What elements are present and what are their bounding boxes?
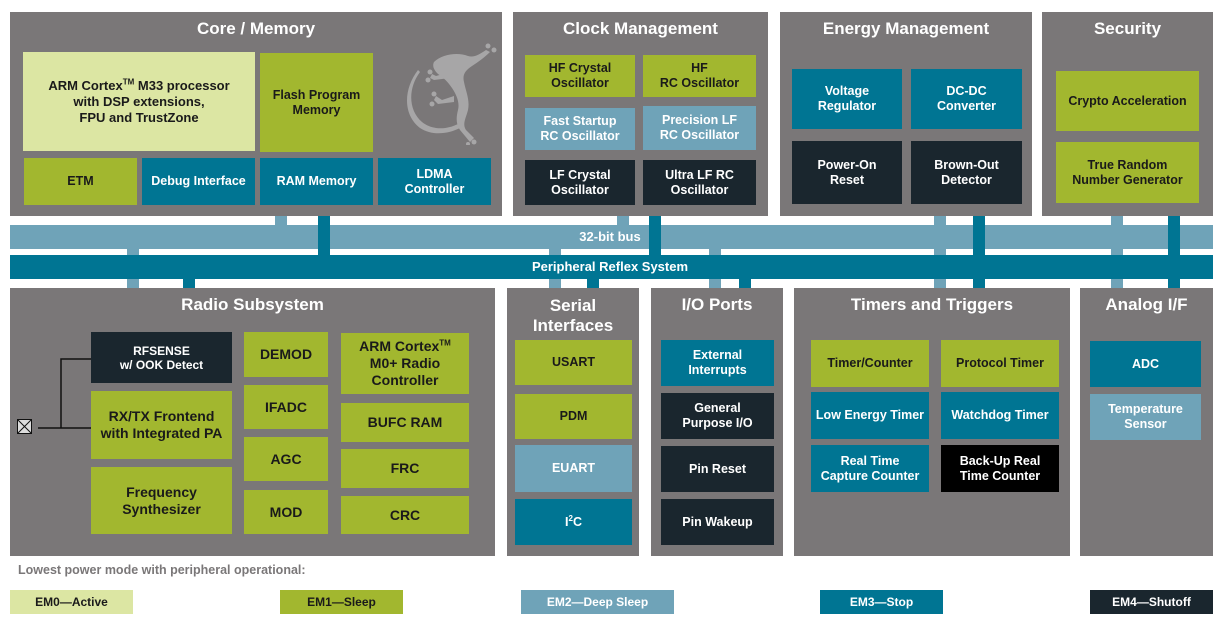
frequency-synthesizer-block: Frequency Synthesizer (91, 467, 232, 534)
bus-32bit-label: 32-bit bus (579, 229, 641, 244)
gpio-block: General Purpose I/O (661, 393, 774, 439)
analog-bus32-connector-lower (1111, 279, 1123, 288)
trng-block: True Random Number Generator (1056, 142, 1199, 203)
i2c-block: I2C (515, 499, 632, 545)
etm-block: ETM (24, 158, 137, 205)
legend-em2: EM2—Deep Sleep (521, 590, 674, 614)
timer-counter-block: Timer/Counter (811, 340, 929, 387)
bufc-ram-block: BUFC RAM (341, 403, 469, 442)
analog-if-title: Analog I/F (1105, 295, 1188, 314)
security-bus32-connector (1111, 216, 1123, 225)
watchdog-timer-block: Watchdog Timer (941, 392, 1059, 439)
radio-bus32-connector-lower (127, 279, 139, 288)
radio-bus32-connector (127, 249, 139, 255)
ifadc-block: IFADC (244, 385, 328, 429)
protocol-timer-block: Protocol Timer (941, 340, 1059, 387)
crc-block: CRC (341, 496, 469, 534)
antenna-port-icon (17, 419, 32, 434)
adc-block: ADC (1090, 341, 1201, 387)
crypto-acceleration-block: Crypto Acceleration (1056, 71, 1199, 131)
serial-interfaces-panel: Serial Interfaces USART PDM EUART I2C (507, 288, 639, 556)
security-panel: Security Crypto Acceleration True Random… (1042, 12, 1213, 216)
legend-em4: EM4—Shutoff (1090, 590, 1213, 614)
clock-bus32-connector (617, 216, 629, 225)
timers-triggers-panel: Timers and Triggers Timer/Counter Protoc… (794, 288, 1070, 556)
radio-subsystem-title: Radio Subsystem (181, 295, 324, 314)
legend-em1: EM1—Sleep (280, 590, 403, 614)
frc-block: FRC (341, 449, 469, 488)
pin-wakeup-block: Pin Wakeup (661, 499, 774, 545)
energy-prs-connector (973, 216, 985, 255)
io-bus32-connector-lower (709, 279, 721, 288)
pdm-block: PDM (515, 394, 632, 439)
radio-subsystem-panel: Radio Subsystem RFSENSE w/ OOK Detect RX… (10, 288, 495, 556)
mod-block: MOD (244, 490, 328, 534)
rtcc-block: Real Time Capture Counter (811, 445, 929, 492)
timers-bus32-connector-lower (934, 279, 946, 288)
io-ports-title: I/O Ports (681, 295, 753, 314)
agc-block: AGC (244, 437, 328, 481)
pin-reset-block: Pin Reset (661, 446, 774, 492)
core-prs-connector (318, 216, 330, 255)
usart-block: USART (515, 340, 632, 385)
analog-if-panel: Analog I/F ADC Temperature Sensor (1080, 288, 1213, 556)
serial-interfaces-title: Serial Interfaces (532, 296, 614, 335)
io-bus32-connector (709, 249, 721, 255)
flash-memory-block: Flash Program Memory (260, 53, 373, 152)
security-title: Security (1093, 19, 1162, 38)
serial-bus32-connector-lower (549, 279, 561, 288)
peripheral-reflex-system-bus (10, 255, 1213, 279)
cpu-m33-block: ARM CortexTM M33 processor with DSP exte… (23, 52, 255, 151)
serial-prs-connector (587, 279, 599, 288)
io-prs-connector (739, 279, 751, 288)
ultra-lf-rc-osc-block: Ultra LF RC Oscillator (643, 160, 756, 205)
analog-prs-connector (1168, 279, 1180, 288)
radio-prs-connector (183, 279, 195, 288)
security-prs-connector (1168, 216, 1180, 255)
core-bus32-connector (275, 216, 287, 225)
temperature-sensor-block: Temperature Sensor (1090, 394, 1201, 440)
gecko-logo-icon (390, 30, 502, 146)
hf-crystal-osc-block: HF Crystal Oscillator (525, 55, 635, 97)
clock-management-panel: Clock Management HF Crystal Oscillator H… (513, 12, 768, 216)
prs-label: Peripheral Reflex System (531, 259, 689, 274)
core-memory-panel: Core / Memory ARM CortexTM M33 processor… (10, 12, 502, 216)
m0-radio-controller-block: ARM CortexTM M0+ Radio Controller (341, 333, 469, 394)
hf-rc-osc-block: HF RC Oscillator (643, 55, 756, 97)
rxtx-frontend-block: RX/TX Frontend with Integrated PA (91, 391, 232, 459)
timers-triggers-title: Timers and Triggers (850, 295, 1014, 314)
analog-bus32-connector (1111, 249, 1123, 255)
core-memory-title: Core / Memory (196, 19, 316, 38)
legend-em0: EM0—Active (10, 590, 133, 614)
power-on-reset-block: Power-On Reset (792, 141, 902, 204)
backup-rtc-block: Back-Up Real Time Counter (941, 445, 1059, 492)
io-ports-panel: I/O Ports External Interrupts General Pu… (651, 288, 783, 556)
timers-prs-connector (973, 279, 985, 288)
lf-crystal-osc-block: LF Crystal Oscillator (525, 160, 635, 205)
energy-management-panel: Energy Management Voltage Regulator DC-D… (780, 12, 1032, 216)
energy-management-title: Energy Management (822, 19, 990, 38)
dcdc-converter-block: DC-DC Converter (911, 69, 1022, 129)
external-interrupts-block: External Interrupts (661, 340, 774, 386)
fast-startup-rc-osc-block: Fast Startup RC Oscillator (525, 108, 635, 150)
clock-prs-connector (649, 216, 661, 255)
low-energy-timer-block: Low Energy Timer (811, 392, 929, 439)
demod-block: DEMOD (244, 332, 328, 377)
legend-em3: EM3—Stop (820, 590, 943, 614)
timers-bus32-connector (934, 249, 946, 255)
legend-label: Lowest power mode with peripheral operat… (18, 563, 306, 577)
ram-memory-block: RAM Memory (260, 158, 373, 205)
bus-32bit (10, 225, 1213, 249)
debug-interface-block: Debug Interface (142, 158, 255, 205)
antenna-wiring (38, 358, 100, 429)
precision-lf-rc-osc-block: Precision LF RC Oscillator (643, 106, 756, 150)
voltage-regulator-block: Voltage Regulator (792, 69, 902, 129)
euart-block: EUART (515, 445, 632, 492)
clock-management-title: Clock Management (563, 19, 718, 38)
brown-out-detector-block: Brown-Out Detector (911, 141, 1022, 204)
rfsense-block: RFSENSE w/ OOK Detect (91, 332, 232, 383)
energy-bus32-connector (934, 216, 946, 225)
ldma-controller-block: LDMA Controller (378, 158, 491, 205)
serial-bus32-connector (549, 249, 561, 255)
